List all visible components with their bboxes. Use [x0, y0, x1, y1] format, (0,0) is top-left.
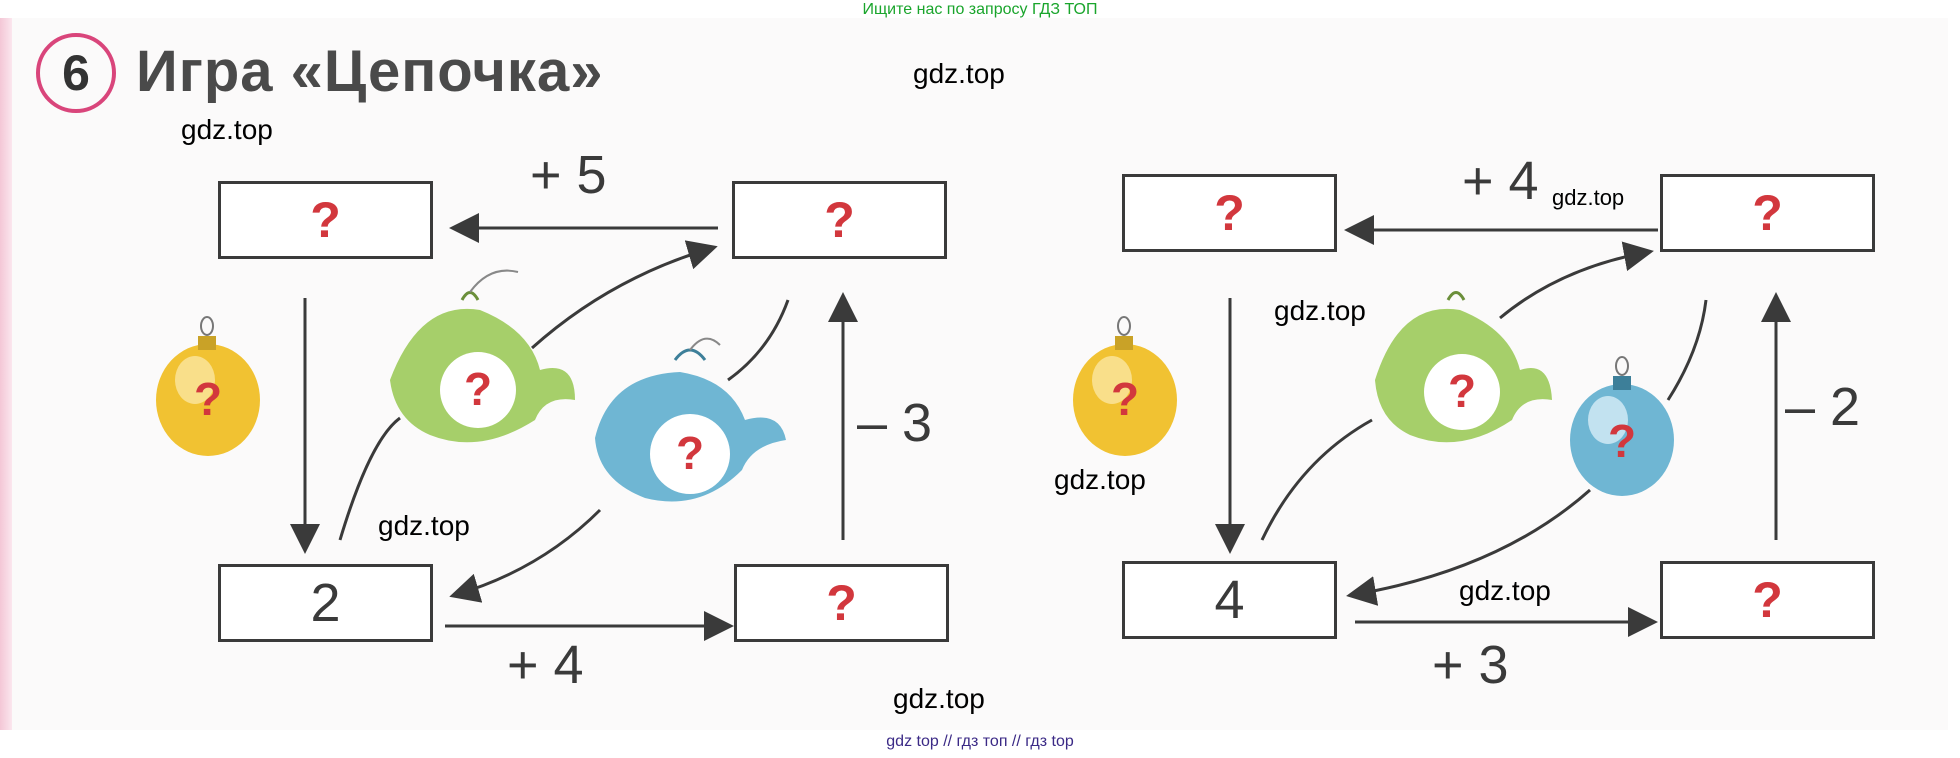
- chain-right-bottom-left-box: 4: [1122, 561, 1337, 639]
- chain-right-op-right: – 2: [1785, 377, 1861, 437]
- chain-right-top-right-box[interactable]: ?: [1660, 174, 1875, 252]
- curve-left-d: [449, 508, 602, 603]
- chain-right-op-top: + 4: [1462, 151, 1539, 211]
- chain-right-top-left-box[interactable]: ?: [1122, 174, 1337, 252]
- chain-right-green-fish-value[interactable]: ?: [1447, 365, 1477, 417]
- chain-left-bottom-left-value: 2: [310, 573, 341, 633]
- chain-left-top-left-box[interactable]: ?: [218, 181, 433, 259]
- chain-left-op-top: + 5: [530, 145, 607, 205]
- watermark-1: gdz.top: [913, 58, 1005, 89]
- curve-right-c: [1666, 299, 1708, 401]
- chain-left-ornament-value[interactable]: ?: [193, 373, 223, 425]
- chain-right-ornament-value[interactable]: ?: [1110, 373, 1140, 425]
- curve-left-a: [338, 416, 401, 541]
- chain-left-op-right: – 3: [857, 393, 933, 453]
- chain-right-bottom-right-value: ?: [1752, 572, 1783, 628]
- exercise-number: 6: [36, 33, 116, 113]
- chain-right-blue-ornament-value[interactable]: ?: [1607, 415, 1637, 467]
- chain-right-bottom-left-value: 4: [1214, 570, 1245, 630]
- watermark-4: gdz.top: [1274, 295, 1366, 326]
- exercise-title: Игра «Цепочка»: [136, 39, 604, 104]
- footer-watermark: gdz top // гдз топ // гдз top: [886, 733, 1074, 750]
- page-edge: [0, 18, 12, 730]
- chain-right-top-left-value: ?: [1214, 185, 1245, 241]
- chain-left-top-right-value: ?: [824, 192, 855, 248]
- chain-left-green-fish-value[interactable]: ?: [463, 363, 493, 415]
- header-watermark: Ищите нас по запросу ГДЗ ТОП: [862, 1, 1098, 18]
- watermark-7: gdz.top: [1459, 575, 1551, 606]
- chain-left-top-right-box[interactable]: ?: [732, 181, 947, 259]
- chain-left-bottom-right-box[interactable]: ?: [734, 564, 949, 642]
- chain-right-top-right-value: ?: [1752, 185, 1783, 241]
- curve-right-a: [1260, 418, 1373, 541]
- curve-left-b: [530, 240, 718, 350]
- chain-left-blue-fish-value[interactable]: ?: [675, 427, 705, 479]
- chain-right-op-bottom: + 3: [1432, 635, 1509, 695]
- curve-right-b: [1499, 241, 1654, 320]
- chain-left-bottom-left-box: 2: [218, 564, 433, 642]
- chain-right-bottom-right-box[interactable]: ?: [1660, 561, 1875, 639]
- watermark-8: gdz.top: [893, 683, 985, 714]
- chain-left-bottom-right-value: ?: [826, 575, 857, 631]
- watermark-5: gdz.top: [1054, 464, 1146, 495]
- chain-left-top-left-value: ?: [310, 192, 341, 248]
- curve-right-d: [1346, 488, 1591, 606]
- watermark-2: gdz.top: [181, 114, 273, 145]
- curve-left-c: [727, 299, 790, 382]
- watermark-6: gdz.top: [378, 510, 470, 541]
- chain-left-op-bottom: + 4: [507, 635, 584, 695]
- watermark-3: gdz.top: [1552, 185, 1625, 210]
